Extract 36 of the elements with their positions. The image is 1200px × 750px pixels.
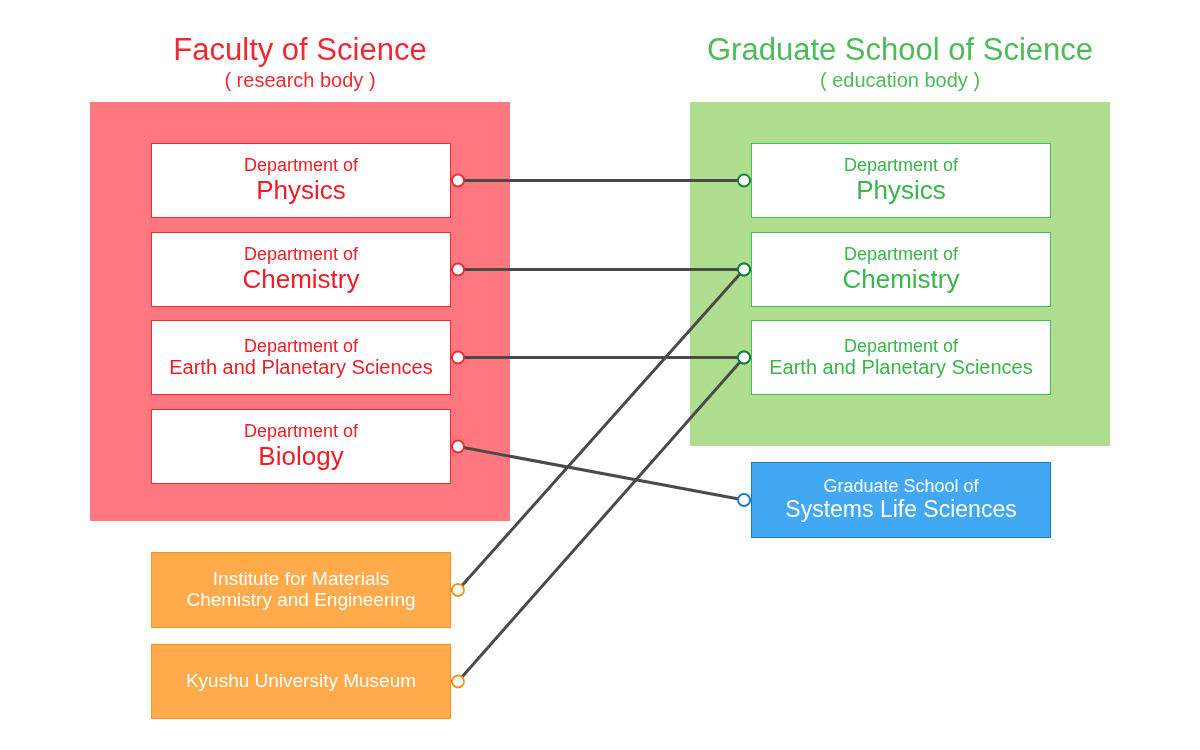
department-name: Earth and Planetary Sciences [769, 356, 1033, 379]
department-prefix: Department of [243, 422, 359, 443]
department-box [151, 143, 451, 218]
panel-title: Graduate School of Science [707, 33, 1093, 68]
connector-line [451, 173, 751, 188]
department-box [151, 232, 451, 307]
department-name: Earth and Planetary Sciences [169, 356, 433, 379]
institute-name: Institute for Materials Chemistry and Engineering [185, 569, 417, 611]
department-box [151, 320, 451, 395]
panel-title: Faculty of Science [173, 33, 427, 68]
department-box [751, 232, 1051, 307]
connector-line [451, 350, 751, 689]
panel-subtitle: ( education body ) [819, 69, 981, 92]
panel-subtitle: ( research body ) [224, 69, 376, 92]
department-name: Biology [258, 442, 344, 471]
museum-box [151, 644, 451, 719]
department-prefix: Department of [243, 245, 359, 266]
department-box [151, 409, 451, 484]
department-name: Chemistry [242, 265, 360, 294]
department-name: Physics [856, 176, 946, 205]
department-box [751, 143, 1051, 218]
museum-name: Kyushu University Museum [185, 671, 417, 692]
department-prefix: Department of [243, 336, 359, 357]
connector-line [451, 439, 751, 507]
school-box [751, 462, 1051, 538]
department-prefix: Department of [243, 156, 359, 177]
school-prefix: Graduate School of [823, 477, 979, 498]
school-name: Systems Life Sciences [785, 497, 1017, 523]
connector-line [451, 262, 751, 597]
department-box [751, 320, 1051, 395]
department-prefix: Department of [843, 245, 959, 266]
department-name: Chemistry [842, 265, 960, 294]
institute-box [151, 552, 451, 628]
department-prefix: Department of [843, 336, 959, 357]
department-prefix: Department of [843, 156, 959, 177]
department-name: Physics [256, 176, 346, 205]
